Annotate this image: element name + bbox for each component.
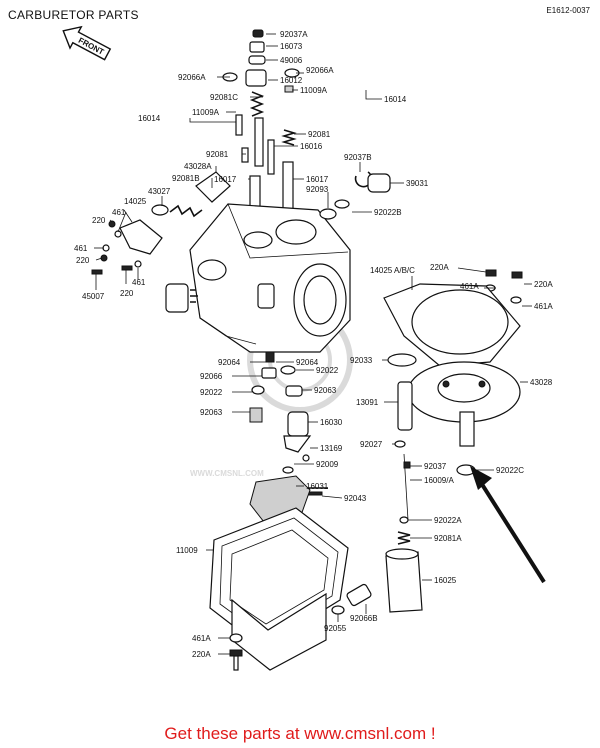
part-label: 92022B (374, 208, 402, 217)
carburetor-body (165, 203, 351, 353)
part-label: 92022C (496, 466, 524, 475)
part-label: 43028A (184, 162, 212, 171)
part-label: 16017 (306, 175, 329, 184)
part-label: 11009 (176, 546, 198, 555)
part-label: 220A (430, 263, 449, 272)
part-label: 92009 (316, 460, 339, 469)
part-label: 16012 (280, 76, 303, 85)
top-cover (383, 283, 521, 448)
part-label: 16014 (138, 114, 161, 123)
part-label: 92043 (344, 494, 367, 503)
part-label: 220 (92, 216, 106, 225)
part-label: 92037A (280, 30, 308, 39)
part-label: 92037B (344, 153, 372, 162)
part-label: 92066A (178, 73, 206, 82)
part-label: 461 (132, 278, 146, 287)
part-label: 16016 (300, 142, 323, 151)
part-label: 92081A (434, 534, 462, 543)
part-labels: 92037A 16073 49006 92066A 92066A 16012 1… (74, 30, 553, 659)
part-label: 92081C (210, 93, 238, 102)
part-label: 461A (460, 282, 479, 291)
part-label: 43028 (530, 378, 553, 387)
part-label: 43027 (148, 187, 171, 196)
part-label: 461 (112, 208, 126, 217)
part-label: 14025 A/B/C (370, 266, 415, 275)
part-label: 13091 (356, 398, 379, 407)
part-label: 92022A (434, 516, 462, 525)
front-arrow: FRONT (62, 25, 112, 61)
part-label: 16014 (384, 95, 407, 104)
part-label: 11009A (300, 86, 328, 95)
diagram-code: E1612-0037 (546, 6, 590, 15)
part-label: 92066A (306, 66, 334, 75)
leader-lines (94, 33, 532, 655)
mid-parts (249, 351, 476, 613)
part-label: 220A (534, 280, 553, 289)
part-label: 39031 (406, 179, 429, 188)
part-label: 92064 (218, 358, 241, 367)
part-label: 220A (192, 650, 211, 659)
part-label: 16025 (434, 576, 457, 585)
part-label: 49006 (280, 56, 303, 65)
part-label: 461 (74, 244, 88, 253)
left-parts (91, 171, 231, 275)
part-label: 220 (120, 289, 134, 298)
pointer-arrow (470, 466, 546, 584)
page-title: CARBURETOR PARTS (8, 8, 139, 22)
part-label: 92081B (172, 174, 200, 183)
part-label: 13169 (320, 444, 343, 453)
part-label: 92066 (200, 372, 223, 381)
part-label: 92037 (424, 462, 447, 471)
part-label: 16017 (214, 175, 237, 184)
part-label: 92033 (350, 356, 373, 365)
float-chamber (209, 475, 372, 671)
part-label: 220 (76, 256, 90, 265)
part-label: 16030 (320, 418, 343, 427)
part-label: 14025 (124, 197, 147, 206)
part-label: 92022 (200, 388, 223, 397)
part-label: 92022 (316, 366, 339, 375)
footer-link[interactable]: Get these parts at www.cmsnl.com ! (164, 724, 436, 743)
part-label: 92027 (360, 440, 383, 449)
part-label: 92081 (206, 150, 229, 159)
part-label: 92064 (296, 358, 319, 367)
part-label: 16009/A (424, 476, 454, 485)
part-label: 16031 (306, 482, 329, 491)
part-label: 461A (534, 302, 553, 311)
part-label: 45007 (82, 292, 105, 301)
part-label: 92063 (314, 386, 337, 395)
part-label: 92055 (324, 624, 347, 633)
part-label: 92066B (350, 614, 378, 623)
watermark-text: WWW.CMSNL.COM (190, 469, 264, 478)
part-label: 92081 (308, 130, 331, 139)
part-label: 16073 (280, 42, 303, 51)
part-label: 92093 (306, 185, 329, 194)
part-label: 461A (192, 634, 211, 643)
part-label: 92063 (200, 408, 223, 417)
part-label: 11009A (192, 108, 220, 117)
